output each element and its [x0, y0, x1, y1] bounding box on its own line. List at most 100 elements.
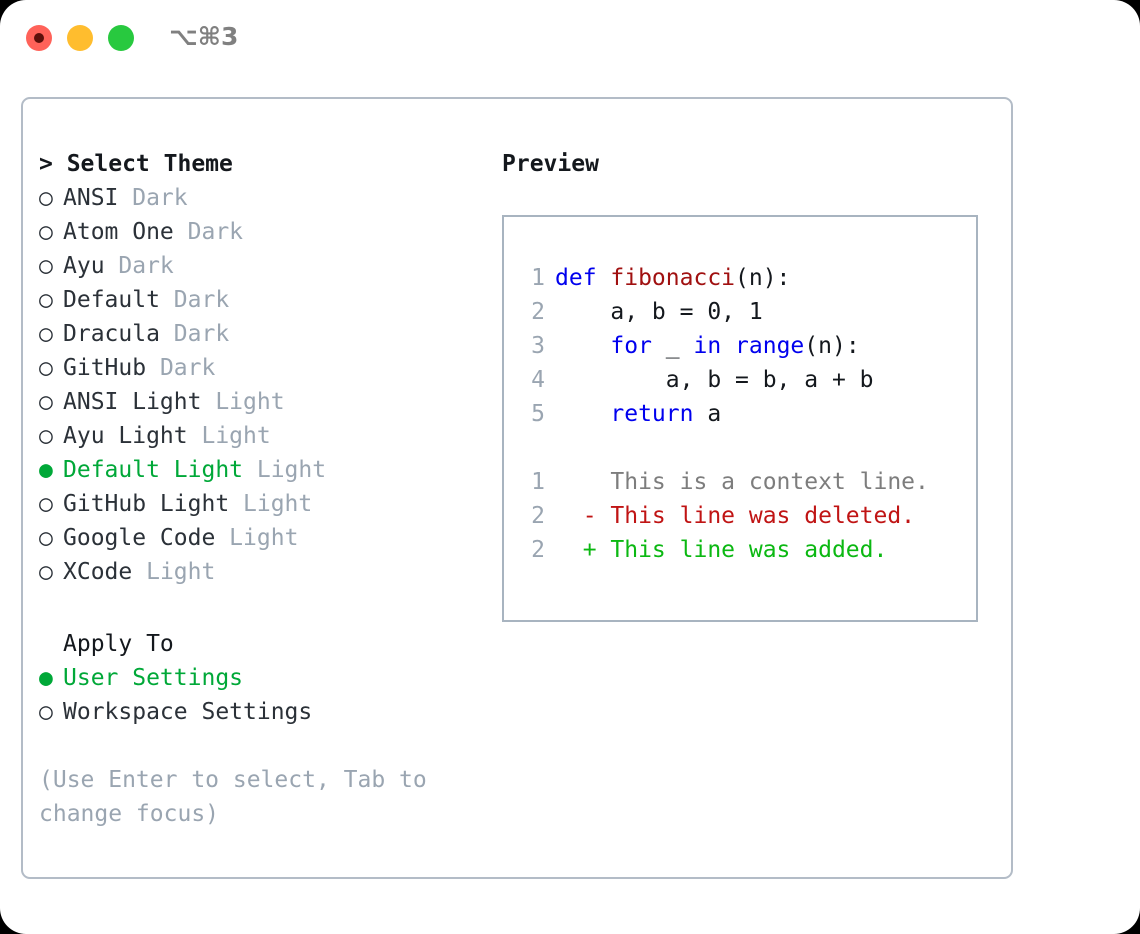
radio-unselected-icon: ○: [39, 699, 53, 725]
window-titlebar: ⌥⌘3: [0, 0, 1140, 78]
window-controls: [26, 25, 134, 51]
theme-variant-label: Light: [187, 423, 271, 449]
theme-variant-label: Dark: [104, 253, 174, 279]
theme-name: GitHub Light: [63, 491, 230, 517]
radio-selected-icon: ●: [39, 457, 53, 483]
code-line: 2 a, b = 0, 1: [521, 295, 976, 329]
theme-name: Ayu: [63, 253, 105, 279]
radio-unselected-icon: ○: [39, 389, 53, 415]
code-indent: [555, 401, 610, 427]
theme-name: Default: [63, 287, 160, 313]
code-token: range: [735, 333, 805, 359]
theme-name: Ayu Light: [63, 423, 188, 449]
diff-line-number: 1: [531, 469, 545, 495]
maximize-button-icon[interactable]: [108, 25, 134, 51]
radio-unselected-icon: ○: [39, 287, 53, 313]
radio-selected-icon: ●: [39, 665, 53, 691]
theme-name: Google Code: [63, 525, 216, 551]
diff-line: 2 - This line was deleted.: [521, 499, 976, 533]
apply-to-label: Workspace Settings: [63, 699, 313, 725]
diff-text: This line was added.: [610, 537, 888, 563]
apply-to-option[interactable]: ● User Settings: [39, 661, 479, 695]
theme-list-item[interactable]: ● Default Light Light: [39, 453, 479, 487]
code-indent: [555, 299, 610, 325]
theme-list-item[interactable]: ○GitHub Light Light: [39, 487, 479, 521]
theme-name: Dracula: [63, 321, 160, 347]
preview-title: Preview: [502, 151, 599, 177]
theme-list-title: > Select Theme: [39, 151, 233, 177]
theme-list: ○ANSI Dark○Atom One Dark○Ayu Dark○Defaul…: [39, 181, 479, 589]
diff-marker: -: [555, 503, 611, 529]
code-token: return: [610, 401, 708, 427]
theme-name: Default Light: [63, 457, 244, 483]
code-token: a: [707, 401, 722, 427]
theme-list-item[interactable]: ○ XCode Light: [39, 555, 479, 589]
theme-name: ANSI: [63, 185, 119, 211]
window-shortcut-label: ⌥⌘3: [169, 22, 239, 51]
theme-list-item[interactable]: ○Ayu Dark: [39, 249, 479, 283]
code-line: 4 a, b = b, a + b: [521, 363, 976, 397]
line-number: 3: [531, 333, 545, 359]
code-token: (n):: [735, 265, 791, 291]
diff-spacer: [521, 431, 976, 465]
theme-list-item[interactable]: ○ GitHub Dark: [39, 351, 479, 385]
theme-variant-label: Dark: [159, 287, 230, 313]
diff-sample: 1 This is a context line.2 - This line w…: [521, 465, 976, 567]
diff-marker: +: [555, 537, 611, 563]
code-token: def: [555, 265, 611, 291]
theme-variant-label: Light: [243, 457, 327, 483]
diff-line: 2 + This line was added.: [521, 533, 976, 567]
line-number: 1: [531, 265, 545, 291]
line-number: 5: [531, 401, 545, 427]
radio-unselected-icon: ○: [39, 355, 53, 381]
theme-list-item[interactable]: ○ANSI Dark: [39, 181, 479, 215]
main-panel: > Select Theme ○ANSI Dark○Atom One Dark○…: [21, 97, 1013, 879]
theme-list-item[interactable]: ○Google Code Light: [39, 521, 479, 555]
radio-unselected-icon: ○: [39, 423, 53, 449]
theme-list-item[interactable]: ○Atom One Dark: [39, 215, 479, 249]
diff-line-number: 2: [531, 503, 545, 529]
theme-list-item[interactable]: ○ Ayu Light Light: [39, 419, 479, 453]
theme-variant-label: Dark: [173, 219, 244, 245]
radio-unselected-icon: ○: [39, 525, 53, 551]
theme-name: ANSI Light: [63, 389, 202, 415]
theme-list-item[interactable]: ○ Default Dark: [39, 283, 479, 317]
code-token: in: [693, 333, 736, 359]
code-line: 5 return a: [521, 397, 976, 431]
close-button-icon[interactable]: [26, 25, 52, 51]
theme-selector-column: > Select Theme ○ANSI Dark○Atom One Dark○…: [39, 147, 479, 831]
theme-list-item[interactable]: ○ ANSI Light Light: [39, 385, 479, 419]
code-line: 1 def fibonacci(n):: [521, 261, 976, 295]
theme-variant-label: Dark: [146, 355, 216, 381]
code-indent: [555, 333, 610, 359]
apply-to-label: User Settings: [63, 665, 244, 691]
radio-unselected-icon: ○: [39, 321, 53, 347]
code-token: _: [665, 333, 694, 359]
theme-variant-label: Dark: [118, 185, 188, 211]
minimize-button-icon[interactable]: [67, 25, 93, 51]
line-number: 4: [531, 367, 545, 393]
radio-unselected-icon: ○: [39, 559, 53, 585]
theme-variant-label: Light: [201, 389, 285, 415]
code-token: (n):: [804, 333, 860, 359]
line-number: 2: [531, 299, 545, 325]
theme-variant-label: Light: [229, 491, 313, 517]
apply-to-option[interactable]: ○ Workspace Settings: [39, 695, 479, 729]
code-line: 3 for _ in range(n):: [521, 329, 976, 363]
apply-to-title: Apply To: [63, 631, 174, 657]
theme-list-item[interactable]: ○Dracula Dark: [39, 317, 479, 351]
diff-line: 1 This is a context line.: [521, 465, 976, 499]
theme-variant-label: Light: [132, 559, 216, 585]
keyboard-hint-text: (Use Enter to select, Tab to change focu…: [39, 767, 427, 827]
code-token: a, b = b, a + b: [665, 367, 874, 393]
radio-unselected-icon: ○: [39, 219, 53, 245]
code-token: fibonacci: [610, 265, 736, 291]
theme-name: GitHub: [63, 355, 147, 381]
theme-name: XCode: [63, 559, 133, 585]
diff-text: This is a context line.: [610, 469, 929, 495]
section-spacer: [39, 589, 479, 627]
